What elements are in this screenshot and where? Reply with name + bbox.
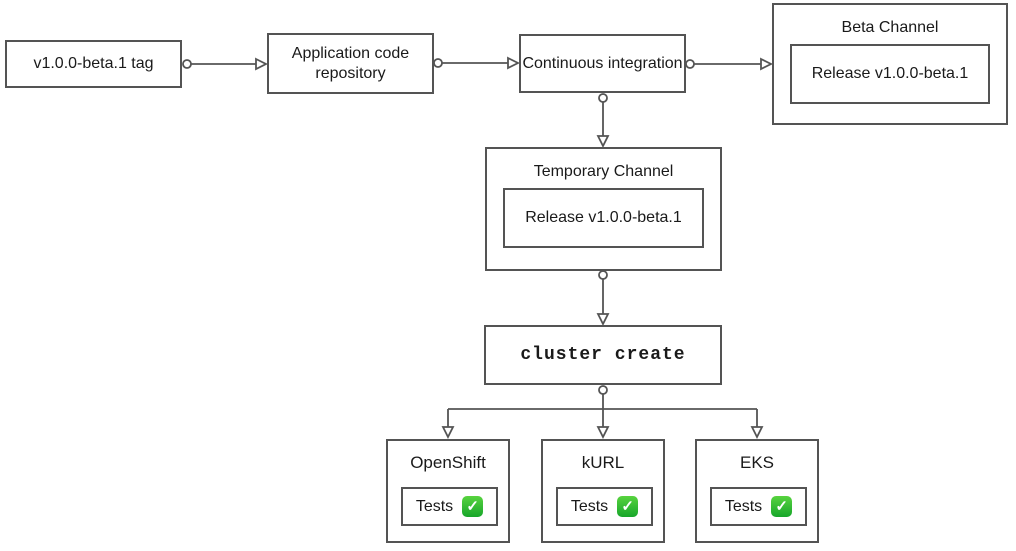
node-continuous-integration: Continuous integration [519,34,686,93]
app-repo-label: Application code repository [291,44,410,82]
continuous-integration-label: Continuous integration [522,54,683,72]
tests-label: Tests [415,497,454,515]
node-temporary-channel: Temporary Channel Release v1.0.0-beta.1 [485,147,722,271]
node-beta-channel: Beta Channel Release v1.0.0-beta.1 [772,3,1008,125]
check-mark-icon: ✓ [462,496,484,517]
platform-box-openshift: OpenShift Tests ✓ [386,439,510,543]
platform-title-kurl: kURL [581,453,625,472]
temporary-channel-title: Temporary Channel [533,163,674,180]
beta-channel-title: Beta Channel [841,19,939,36]
beta-channel-release-label: Release v1.0.0-beta.1 [811,65,969,82]
connector-ci-to-beta-channel [685,57,774,71]
tests-box-eks: Tests ✓ [710,487,807,526]
platform-title-openshift: OpenShift [410,453,486,472]
tests-box-openshift: Tests ✓ [401,487,498,526]
connector-temporary-channel-to-cluster-create [596,270,610,327]
connector-tag-to-repo [182,57,269,71]
tests-box-kurl: Tests ✓ [556,487,653,526]
platform-box-kurl: kURL Tests ✓ [541,439,665,543]
cluster-create-label: cluster create [520,344,686,365]
tests-label: Tests [570,497,609,515]
connector-cluster-create-to-platforms [441,385,764,440]
connector-repo-to-ci [433,56,521,70]
check-mark-icon: ✓ [771,496,793,517]
platform-box-eks: EKS Tests ✓ [695,439,819,543]
temporary-channel-release-box: Release v1.0.0-beta.1 [503,188,704,248]
node-app-code-repository: Application code repository [267,33,434,94]
node-cluster-create: cluster create [484,325,722,385]
version-tag-label: v1.0.0-beta.1 tag [33,55,154,72]
platform-title-eks: EKS [739,453,775,472]
temporary-channel-release-label: Release v1.0.0-beta.1 [525,209,682,226]
beta-channel-release-box: Release v1.0.0-beta.1 [790,44,990,104]
node-version-tag: v1.0.0-beta.1 tag [5,40,182,88]
connector-ci-to-temporary-channel [596,93,610,149]
check-mark-icon: ✓ [617,496,639,517]
tests-label: Tests [724,497,763,515]
